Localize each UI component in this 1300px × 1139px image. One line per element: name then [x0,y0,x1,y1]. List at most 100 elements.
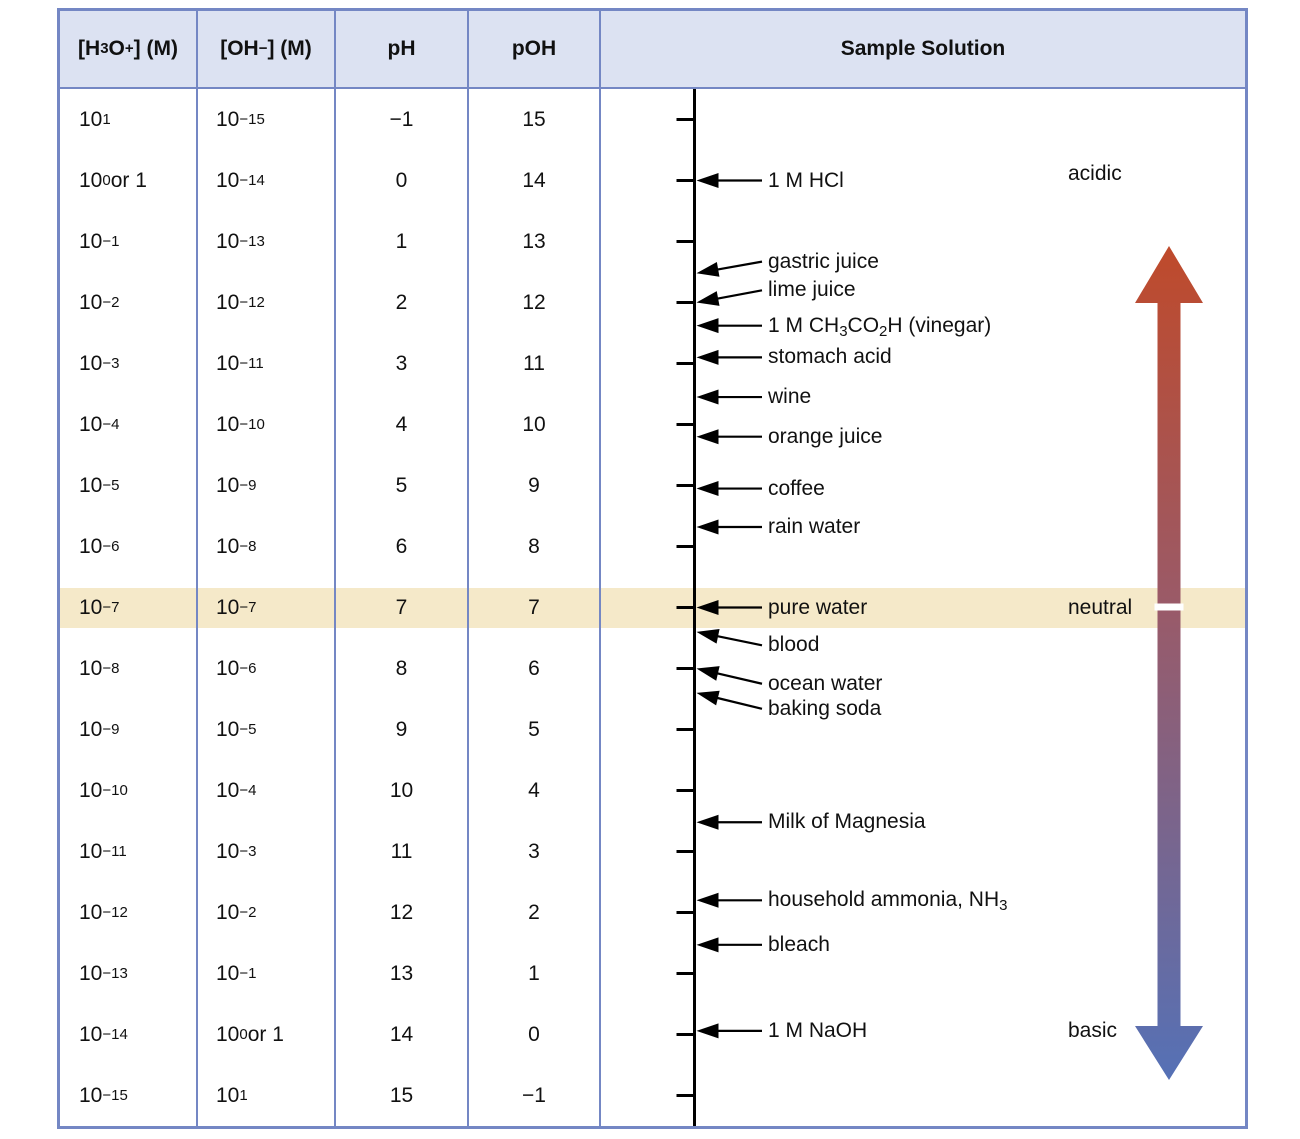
sample-arrow-line [714,671,763,685]
sample-arrowhead [696,666,720,681]
poh-value: 1 [469,943,601,1004]
sample-label: orange juice [768,424,883,448]
ph-value: 15 [336,1065,469,1126]
sample-arrowhead [696,1023,719,1039]
h3o-value: 10−14 [60,1004,198,1065]
poh-value: 7 [469,577,601,638]
ph-value: 1 [336,211,469,272]
oh-value: 10−9 [198,455,336,516]
sample-label: gastric juice [768,249,879,273]
sample-arrowhead [696,519,719,535]
ph-value: −1 [336,89,469,150]
sample-arrowhead [696,349,719,365]
h3o-value: 10−1 [60,211,198,272]
h3o-value: 10−3 [60,333,198,394]
sample-label: rain water [768,514,861,538]
sample-arrow-line [714,634,763,647]
oh-value: 10−12 [198,272,336,333]
poh-value: 4 [469,760,601,821]
sample-arrow-line [714,696,763,710]
ph-value: 11 [336,821,469,882]
sample-arrowhead [696,173,719,188]
oh-value: 10−7 [198,577,336,638]
neutral-highlight-band [60,588,1245,628]
neutral-notch [1154,603,1184,611]
sample-arrowhead [696,429,719,445]
oh-value: 10−15 [198,89,336,150]
poh-value: 6 [469,638,601,699]
acid-base-gradient-arrow [1135,246,1203,1080]
header-ph: pH [336,11,469,89]
ph-value: 3 [336,333,469,394]
oh-value: 10−10 [198,394,336,455]
oh-value: 10−3 [198,821,336,882]
h3o-value: 10−6 [60,516,198,577]
sample-label: ocean water [768,671,883,695]
sample-label: baking soda [768,696,882,720]
zone-label-neutral: neutral [1068,595,1133,619]
ph-value: 2 [336,272,469,333]
oh-value: 10−4 [198,760,336,821]
ph-value: 4 [336,394,469,455]
sample-arrowhead [696,600,719,615]
sample-label: pure water [768,595,868,619]
h3o-value: 10−12 [60,882,198,943]
oh-value: 10−13 [198,211,336,272]
ph-value: 0 [336,150,469,211]
sample-arrow-line [715,260,763,271]
sample-arrowhead [696,389,719,405]
sample-arrowhead [696,262,720,277]
zone-label-acidic: acidic [1068,162,1122,186]
poh-value: 9 [469,455,601,516]
poh-value: 10 [469,394,601,455]
sample-arrowhead [696,291,720,306]
sample-label: wine [768,385,812,409]
h3o-value: 10−5 [60,455,198,516]
oh-value: 10−14 [198,150,336,211]
sample-arrowhead [696,628,720,644]
sample-label: 1 M CH3CO2H (vinegar) [768,313,992,340]
zone-label-basic: basic [1068,1018,1118,1042]
sample-arrowhead [696,937,719,953]
sample-arrowhead [696,690,720,706]
poh-value: 5 [469,699,601,760]
sample-label: coffee [768,476,825,500]
poh-value: 3 [469,821,601,882]
poh-value: 12 [469,272,601,333]
ph-value: 5 [336,455,469,516]
sample-label: blood [768,633,820,657]
oh-value: 10−11 [198,333,336,394]
poh-value: 8 [469,516,601,577]
sample-arrowhead [696,892,719,908]
oh-value: 10−8 [198,516,336,577]
h3o-value: 10−9 [60,699,198,760]
poh-value: 15 [469,89,601,150]
h3o-value: 10−10 [60,760,198,821]
ph-scale-svg [676,89,1203,1126]
sample-label: lime juice [768,278,856,302]
sample-solution-diagram: 1 M HCl gastric juice lime juice 1 M CH3CO2… [601,89,1245,1126]
ph-value: 10 [336,760,469,821]
h3o-value: 10−7 [60,577,198,638]
sample-label: household ammonia, NH3 [768,888,1008,915]
sample-label: 1 M HCl [768,168,844,192]
ph-value: 6 [336,516,469,577]
ph-value: 12 [336,882,469,943]
h3o-value: 10−13 [60,943,198,1004]
h3o-value: 10−15 [60,1065,198,1126]
sample-arrow-line [714,289,763,301]
sample-label: 1 M NaOH [768,1018,868,1042]
sample-label: stomach acid [768,345,892,369]
ph-value: 7 [336,577,469,638]
h3o-value: 10−11 [60,821,198,882]
poh-value: 2 [469,882,601,943]
sample-label: Milk of Magnesia [768,810,926,834]
